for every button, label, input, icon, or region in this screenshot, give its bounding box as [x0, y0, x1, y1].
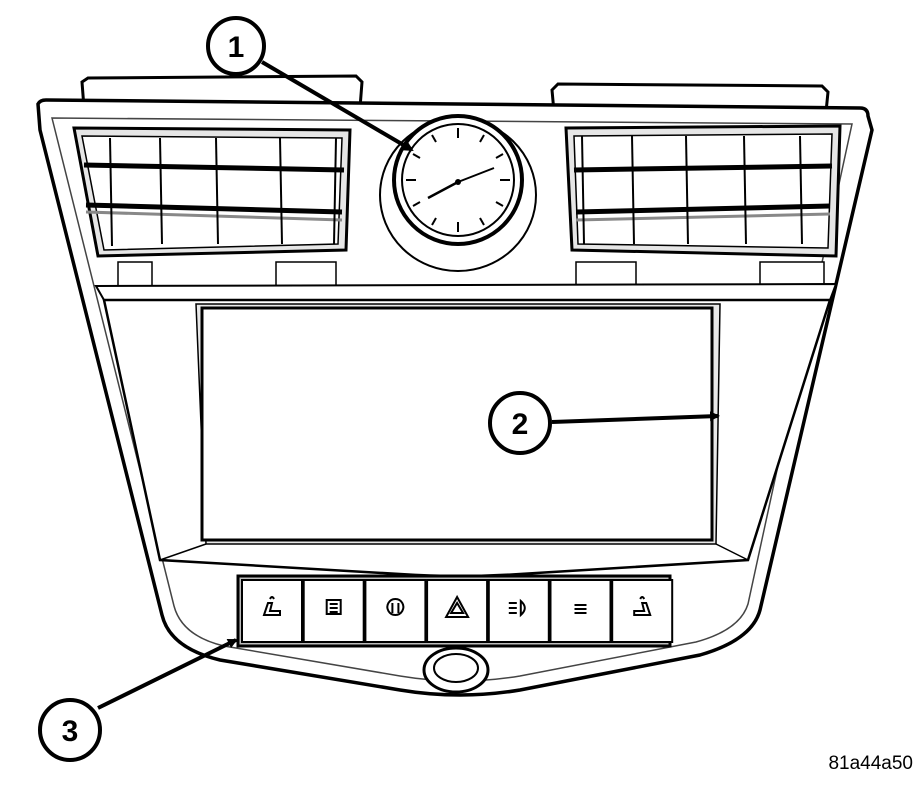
switch-button-2[interactable] [302, 579, 365, 643]
switch-button-7[interactable] [611, 579, 674, 643]
fog-lamp-icon [508, 598, 526, 618]
callout-2-number: 2 [512, 408, 529, 441]
callout-1-circle [206, 16, 266, 76]
left-air-vent [72, 126, 352, 287]
traction-control-icon [386, 598, 405, 616]
heated-seat-left-icon [262, 596, 281, 616]
callout-2-arrow [551, 411, 720, 424]
switch-button-4[interactable] [426, 579, 489, 643]
switch-button-6[interactable] [549, 579, 612, 643]
heated-seat-passenger-icon [633, 596, 652, 616]
callout-3-circle [38, 698, 102, 762]
callout-1-number: 1 [228, 31, 245, 64]
heated-seat-right-icon [574, 604, 587, 614]
switch-button-1[interactable] [241, 579, 303, 643]
switch-button-3[interactable] [364, 579, 427, 643]
switch-bank [236, 574, 674, 648]
display-screen [200, 306, 714, 542]
clock [379, 114, 537, 272]
figure-reference-code: 81a44a50 [828, 753, 913, 774]
callout-1-arrow [260, 60, 414, 152]
clock-center [455, 179, 461, 185]
hazard-icon [444, 594, 470, 618]
clock-ticks [406, 128, 510, 232]
switch-button-5[interactable] [487, 579, 550, 643]
callout-3-arrow [97, 638, 238, 710]
right-air-vent [564, 124, 842, 287]
upper-shelf-edge [94, 282, 838, 301]
callout-3-number: 3 [62, 715, 79, 748]
callout-2-circle [488, 391, 552, 455]
clock-minute-hand [457, 167, 495, 183]
bottom-knob [422, 646, 490, 694]
clock-hour-hand [427, 180, 459, 200]
rear-defrost-icon [325, 599, 342, 615]
